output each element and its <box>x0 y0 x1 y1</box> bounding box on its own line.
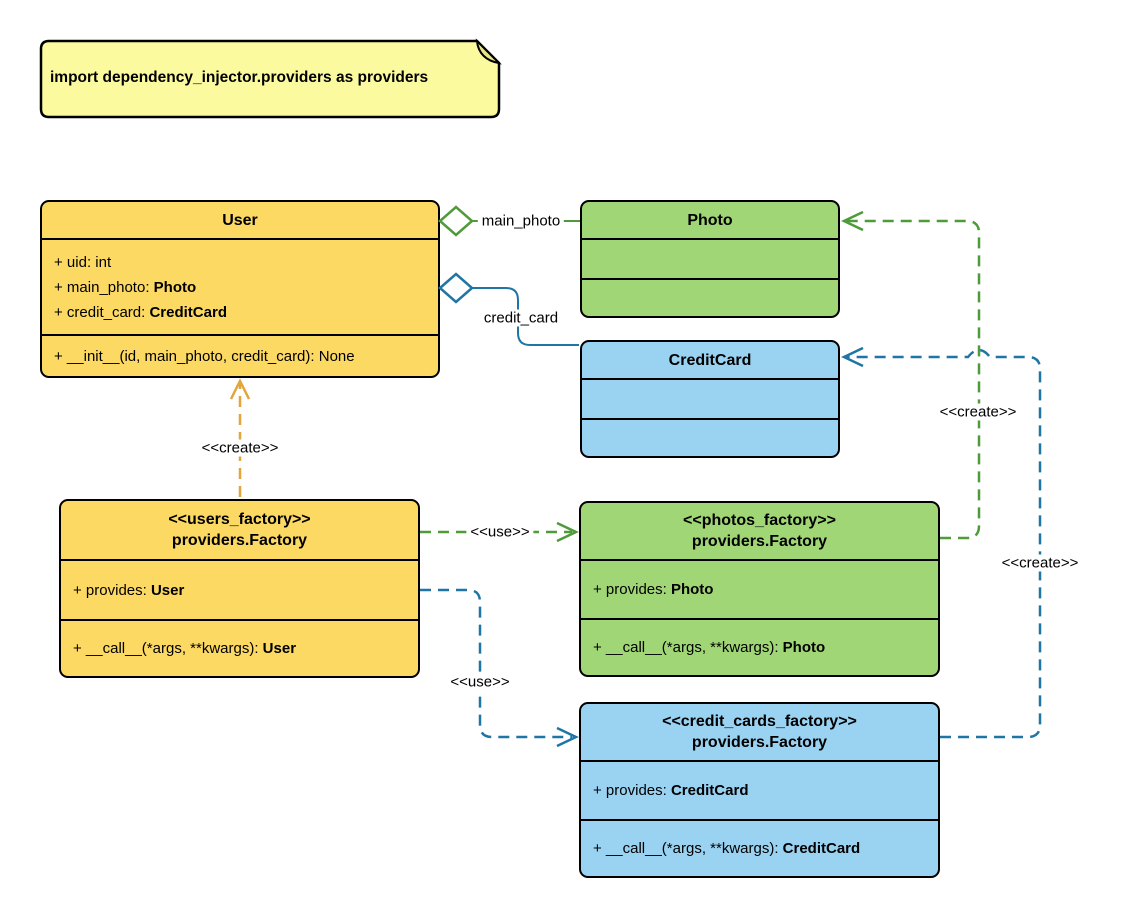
member-type: Photo <box>670 581 714 598</box>
method-line: + __call__(*args, **kwargs): Photo <box>593 635 938 660</box>
class-credit-cards-factory-attributes: + provides: CreditCard <box>581 762 938 821</box>
class-user-attributes: + uid: int + main_photo: Photo + credit_… <box>42 240 438 336</box>
class-users-factory-methods: + __call__(*args, **kwargs): User <box>61 621 418 676</box>
class-credit-card-title: CreditCard <box>582 342 838 380</box>
attribute-line: + credit_card: CreditCard <box>54 300 438 325</box>
member-type: User <box>262 640 297 657</box>
class-user-title: User <box>42 202 438 240</box>
class-photo-methods <box>582 280 838 316</box>
class-users-factory-title: <<users_factory>> providers.Factory <box>61 501 418 561</box>
class-photo-title: Photo <box>582 202 838 240</box>
class-users-factory: <<users_factory>> providers.Factory + pr… <box>59 499 420 678</box>
class-stereotype-text: <<credit_cards_factory>> <box>662 713 857 730</box>
class-title-text: providers.Factory <box>691 533 828 550</box>
class-stereotype-text: <<photos_factory>> <box>683 512 836 529</box>
member-type: CreditCard <box>782 840 861 857</box>
edge-label-credit-card: credit_card <box>479 309 563 327</box>
edge-label-photo-create: <<create>> <box>935 403 1021 421</box>
class-title-text: User <box>222 211 258 229</box>
arrowhead-icon <box>556 726 579 748</box>
member-text: + provides: <box>593 581 671 598</box>
edge-label-credit-card-create: <<create>> <box>997 554 1083 572</box>
class-user: User + uid: int + main_photo: Photo + cr… <box>40 200 440 378</box>
member-text: + provides: <box>593 782 671 799</box>
class-users-factory-attributes: + provides: User <box>61 561 418 621</box>
member-text: + uid: int <box>54 253 112 271</box>
edge-label-user-create: <<create>> <box>197 439 283 457</box>
aggregation-diamond-icon <box>438 272 474 304</box>
note-text: import dependency_injector.providers as … <box>50 69 429 86</box>
arrowhead-icon <box>841 346 864 368</box>
member-text: + __call__(*args, **kwargs): <box>593 840 783 857</box>
member-type: Photo <box>782 639 826 656</box>
edge-label-photos-use: <<use>> <box>466 523 534 541</box>
member-text: + __call__(*args, **kwargs): <box>593 639 783 656</box>
edge-photo-create <box>841 210 981 540</box>
class-title-text: Photo <box>687 211 733 229</box>
class-photos-factory-title: <<photos_factory>> providers.Factory <box>581 503 938 561</box>
class-stereotype-text: <<users_factory>> <box>168 511 311 528</box>
class-photos-factory-methods: + __call__(*args, **kwargs): Photo <box>581 620 938 675</box>
class-photos-factory: <<photos_factory>> providers.Factory + p… <box>579 501 940 677</box>
edge-label-credit-cards-use: <<use>> <box>446 673 514 691</box>
class-photo: Photo <box>580 200 840 318</box>
class-user-methods: + __init__(id, main_photo, credit_card):… <box>42 336 438 376</box>
arrowhead-icon <box>556 521 579 543</box>
attribute-line: + main_photo: Photo <box>54 275 438 300</box>
member-type: CreditCard <box>670 782 749 799</box>
member-text: + __call__(*args, **kwargs): <box>73 640 263 657</box>
class-title-text: CreditCard <box>668 351 752 369</box>
member-type: User <box>150 581 185 599</box>
class-credit-cards-factory: <<credit_cards_factory>> providers.Facto… <box>579 702 940 878</box>
class-credit-card: CreditCard <box>580 340 840 458</box>
edge-credit-cards-use <box>420 588 579 748</box>
member-text: + provides: <box>73 581 151 599</box>
note-corner-fold-icon <box>475 38 502 65</box>
method-line: + __call__(*args, **kwargs): CreditCard <box>593 836 938 861</box>
class-credit-cards-factory-methods: + __call__(*args, **kwargs): CreditCard <box>581 821 938 876</box>
class-credit-card-methods <box>582 420 838 456</box>
method-line: + __init__(id, main_photo, credit_card):… <box>54 344 438 369</box>
method-line: + __call__(*args, **kwargs): User <box>73 636 418 661</box>
class-credit-card-attributes <box>582 380 838 420</box>
attribute-line: + uid: int <box>54 250 438 275</box>
attribute-line: + provides: CreditCard <box>593 778 938 803</box>
member-type: Photo <box>153 278 197 296</box>
member-text: + main_photo: <box>54 278 154 296</box>
aggregation-diamond-icon <box>438 205 474 237</box>
class-title-text: providers.Factory <box>171 532 308 549</box>
attribute-line: + provides: User <box>73 578 418 603</box>
arrowhead-icon <box>841 210 864 232</box>
attribute-line: + provides: Photo <box>593 577 938 602</box>
class-photo-attributes <box>582 240 838 280</box>
class-photos-factory-attributes: + provides: Photo <box>581 561 938 620</box>
class-title-text: providers.Factory <box>691 734 828 751</box>
class-credit-cards-factory-title: <<credit_cards_factory>> providers.Facto… <box>581 704 938 762</box>
edge-label-main-photo: main_photo <box>477 212 565 230</box>
member-text: + __init__(id, main_photo, credit_card):… <box>54 347 355 365</box>
member-text: + credit_card: <box>54 303 150 321</box>
arrowhead-icon <box>229 378 251 400</box>
member-type: CreditCard <box>149 303 227 321</box>
